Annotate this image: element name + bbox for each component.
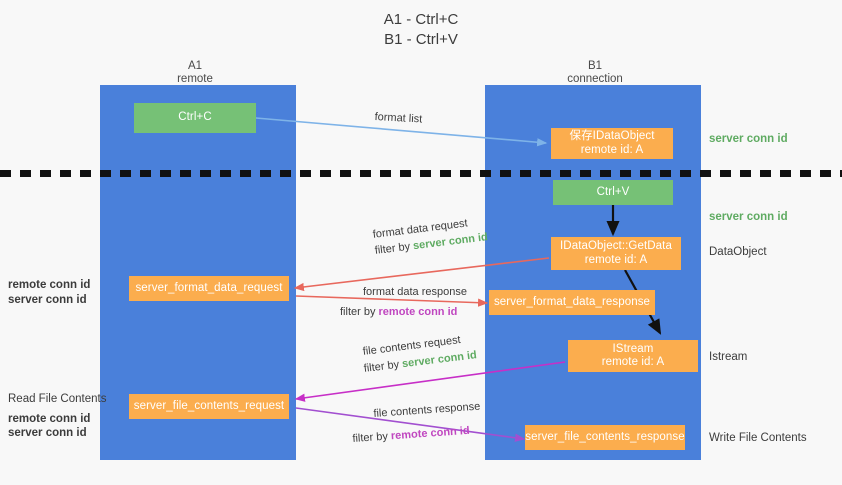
filter-prefix-2: filter by (340, 306, 379, 318)
filter-prefix-1: filter by (374, 240, 414, 257)
box-server-format-data-response[interactable]: server_format_data_response (489, 290, 655, 315)
label-server-conn-id-top: server conn id (709, 133, 788, 145)
caption-format-data-response: format data response (363, 286, 467, 298)
label-file-remote-conn-id: remote conn id (8, 413, 91, 425)
box-save-idataobject[interactable]: 保存IDataObject remote id: A (551, 128, 673, 159)
filter-prefix-3: filter by (363, 358, 403, 375)
label-format-server-conn-id: server conn id (8, 294, 87, 306)
label-write-file-contents: Write File Contents (709, 432, 807, 444)
box-istream[interactable]: IStream remote id: A (568, 340, 698, 372)
caption-format-list: format list (374, 110, 423, 126)
caption-file-contents-response-filter: filter by remote conn id (352, 424, 470, 447)
label-read-file-contents: Read File Contents (8, 393, 107, 405)
box-server-file-contents-request[interactable]: server_file_contents_request (129, 394, 289, 419)
box-ctrl-c[interactable]: Ctrl+C (134, 103, 256, 133)
label-file-server-conn-id: server conn id (8, 427, 87, 439)
filter-prefix-4: filter by (352, 430, 392, 445)
box-server-file-contents-response[interactable]: server_file_contents_response (525, 425, 685, 450)
label-format-remote-conn-id: remote conn id (8, 279, 91, 291)
phase-divider (0, 170, 842, 177)
diagram-title: A1 - Ctrl+C B1 - Ctrl+V (383, 11, 459, 48)
box-idataobject-getdata[interactable]: IDataObject::GetData remote id: A (551, 237, 681, 270)
caption-format-data-response-filter: filter by remote conn id (340, 305, 457, 320)
filter-target-4: remote conn id (390, 424, 470, 443)
filter-target-2: remote conn id (378, 306, 458, 318)
column-header-a1: A1 remote (177, 60, 213, 85)
label-dataobject: DataObject (709, 246, 767, 258)
column-header-b1: B1 connection (567, 60, 623, 85)
label-server-conn-id-mid: server conn id (709, 211, 788, 223)
box-ctrl-v[interactable]: Ctrl+V (553, 180, 673, 205)
box-server-format-data-request[interactable]: server_format_data_request (129, 276, 289, 301)
label-istream: Istream (709, 351, 748, 363)
caption-file-contents-response: file contents response (373, 400, 481, 420)
